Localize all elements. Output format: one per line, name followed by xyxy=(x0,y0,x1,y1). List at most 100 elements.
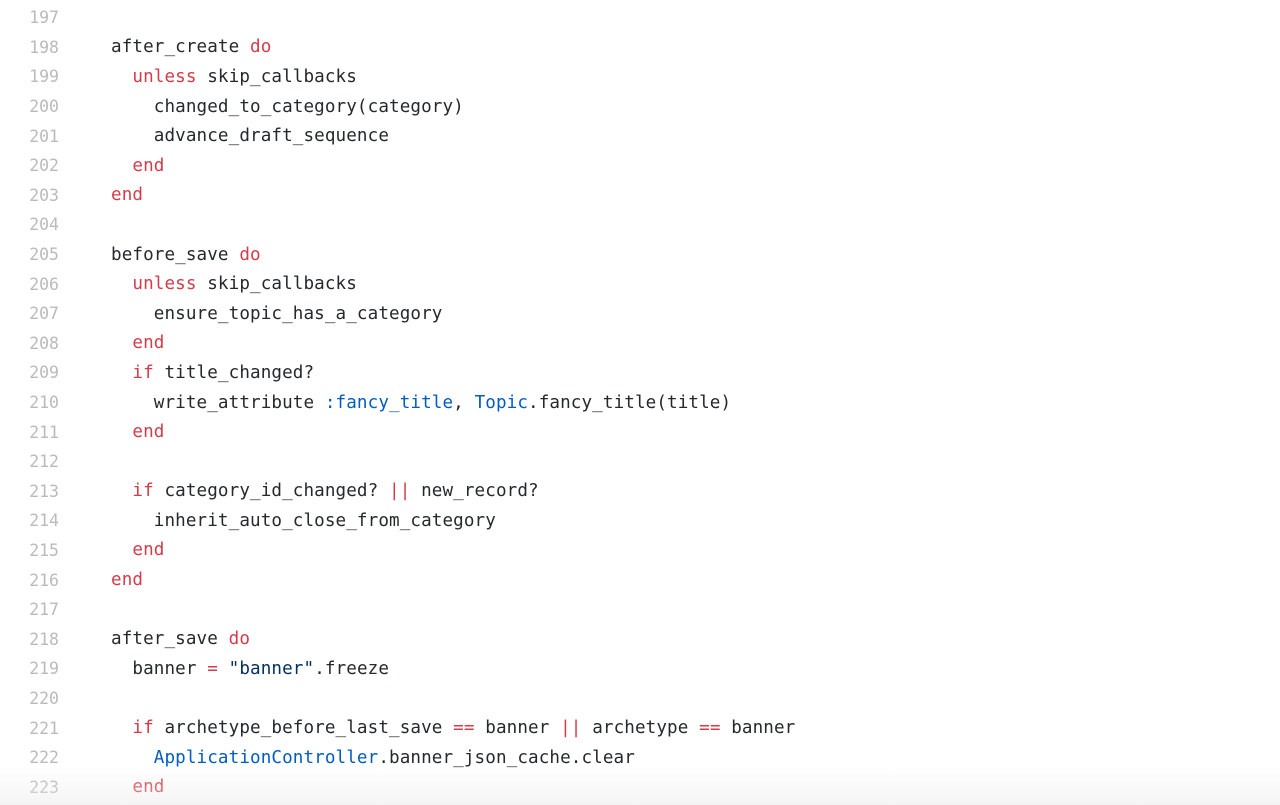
code-token: unless xyxy=(132,66,197,87)
code-content: end xyxy=(59,422,1280,442)
line-number[interactable]: 201 xyxy=(29,126,59,146)
code-token: do xyxy=(250,37,272,58)
code-content: end xyxy=(59,570,1280,590)
line-number[interactable]: 197 xyxy=(29,8,59,28)
code-line: 223 end xyxy=(0,772,1280,802)
line-number[interactable]: 206 xyxy=(29,274,59,294)
code-content: unless skip_callbacks xyxy=(59,67,1280,87)
code-token: after_create xyxy=(111,37,251,58)
line-number[interactable]: 221 xyxy=(29,718,59,738)
code-line: 210 write_attribute :fancy_title, Topic.… xyxy=(0,388,1280,418)
line-number[interactable]: 198 xyxy=(29,37,59,57)
code-line: 219 banner = "banner".freeze xyxy=(0,654,1280,684)
code-content: if title_changed? xyxy=(59,363,1280,383)
code-line: 206 unless skip_callbacks xyxy=(0,269,1280,299)
line-number[interactable]: 218 xyxy=(29,629,59,649)
code-token: changed_to_category(category) xyxy=(153,96,464,117)
code-line: 197 xyxy=(0,3,1280,33)
code-token: :fancy_title xyxy=(324,392,454,413)
code-line: 209 if title_changed? xyxy=(0,358,1280,388)
code-line: 220 xyxy=(0,684,1280,714)
code-content: end xyxy=(59,540,1280,560)
code-token: Topic xyxy=(474,392,529,413)
code-line: 215 end xyxy=(0,536,1280,566)
code-token: == xyxy=(699,718,721,739)
code-line: 222 ApplicationController.banner_json_ca… xyxy=(0,743,1280,773)
code-token: banner xyxy=(132,658,208,679)
code-token: , xyxy=(453,392,475,413)
code-content: before_save do xyxy=(59,245,1280,265)
line-number[interactable]: 207 xyxy=(29,304,59,324)
code-token: = xyxy=(207,658,218,679)
line-number[interactable]: 211 xyxy=(29,422,59,442)
line-number[interactable]: 222 xyxy=(29,748,59,768)
code-content: inherit_auto_close_from_category xyxy=(59,511,1280,531)
code-line: 203 end xyxy=(0,181,1280,211)
code-token: new_record? xyxy=(410,481,539,502)
line-number[interactable]: 210 xyxy=(29,393,59,413)
code-line: 211 end xyxy=(0,417,1280,447)
code-line: 213 if category_id_changed? || new_recor… xyxy=(0,477,1280,507)
line-number[interactable]: 217 xyxy=(29,600,59,620)
code-token: skip_callbacks xyxy=(196,274,357,295)
code-content: write_attribute :fancy_title, Topic.fanc… xyxy=(59,393,1280,413)
code-token: skip_callbacks xyxy=(196,66,357,87)
code-content: changed_to_category(category) xyxy=(59,97,1280,117)
code-content: end xyxy=(59,333,1280,353)
code-token: end xyxy=(111,185,144,206)
line-number[interactable]: 200 xyxy=(29,97,59,117)
code-token: before_save xyxy=(111,244,240,265)
line-number[interactable]: 214 xyxy=(29,511,59,531)
line-number[interactable]: 215 xyxy=(29,540,59,560)
line-number[interactable]: 204 xyxy=(29,215,59,235)
code-token xyxy=(218,659,229,679)
code-token: unless xyxy=(132,274,197,295)
code-token: .freeze xyxy=(314,658,390,679)
code-line: 207 ensure_topic_has_a_category xyxy=(0,299,1280,329)
code-content: ensure_topic_has_a_category xyxy=(59,304,1280,324)
code-token: || xyxy=(389,481,411,502)
code-content: end xyxy=(59,777,1280,797)
code-line: 204 xyxy=(0,210,1280,240)
code-token: banner xyxy=(720,718,796,739)
code-token: banner xyxy=(474,718,561,739)
line-number[interactable]: 208 xyxy=(29,333,59,353)
line-number[interactable]: 205 xyxy=(29,245,59,265)
code-token: .banner_json_cache.clear xyxy=(378,747,635,768)
code-token: "banner" xyxy=(228,658,315,679)
line-number[interactable]: 209 xyxy=(29,363,59,383)
code-content: end xyxy=(59,185,1280,205)
line-number[interactable]: 213 xyxy=(29,481,59,501)
line-number[interactable]: 216 xyxy=(29,570,59,590)
code-line: 199 unless skip_callbacks xyxy=(0,62,1280,92)
code-token: if xyxy=(132,481,154,502)
code-token: advance_draft_sequence xyxy=(153,126,390,147)
code-content: unless skip_callbacks xyxy=(59,274,1280,294)
code-line: 217 xyxy=(0,595,1280,625)
code-line: 201 advance_draft_sequence xyxy=(0,121,1280,151)
line-number[interactable]: 202 xyxy=(29,156,59,176)
line-number[interactable]: 219 xyxy=(29,659,59,679)
line-number[interactable]: 203 xyxy=(29,185,59,205)
code-line: 202 end xyxy=(0,151,1280,181)
code-token: inherit_auto_close_from_category xyxy=(153,510,496,531)
code-token: end xyxy=(132,333,165,354)
line-number[interactable]: 220 xyxy=(29,688,59,708)
line-number[interactable]: 199 xyxy=(29,67,59,87)
code-token: == xyxy=(453,718,475,739)
code-content: after_create do xyxy=(59,37,1280,57)
code-content: advance_draft_sequence xyxy=(59,126,1280,146)
code-line: 208 end xyxy=(0,329,1280,359)
line-number[interactable]: 212 xyxy=(29,452,59,472)
line-number[interactable]: 223 xyxy=(29,777,59,797)
code-line: 200 changed_to_category(category) xyxy=(0,92,1280,122)
code-token: category_id_changed? xyxy=(153,481,390,502)
code-token: end xyxy=(132,540,165,561)
code-token: title_changed? xyxy=(153,362,315,383)
